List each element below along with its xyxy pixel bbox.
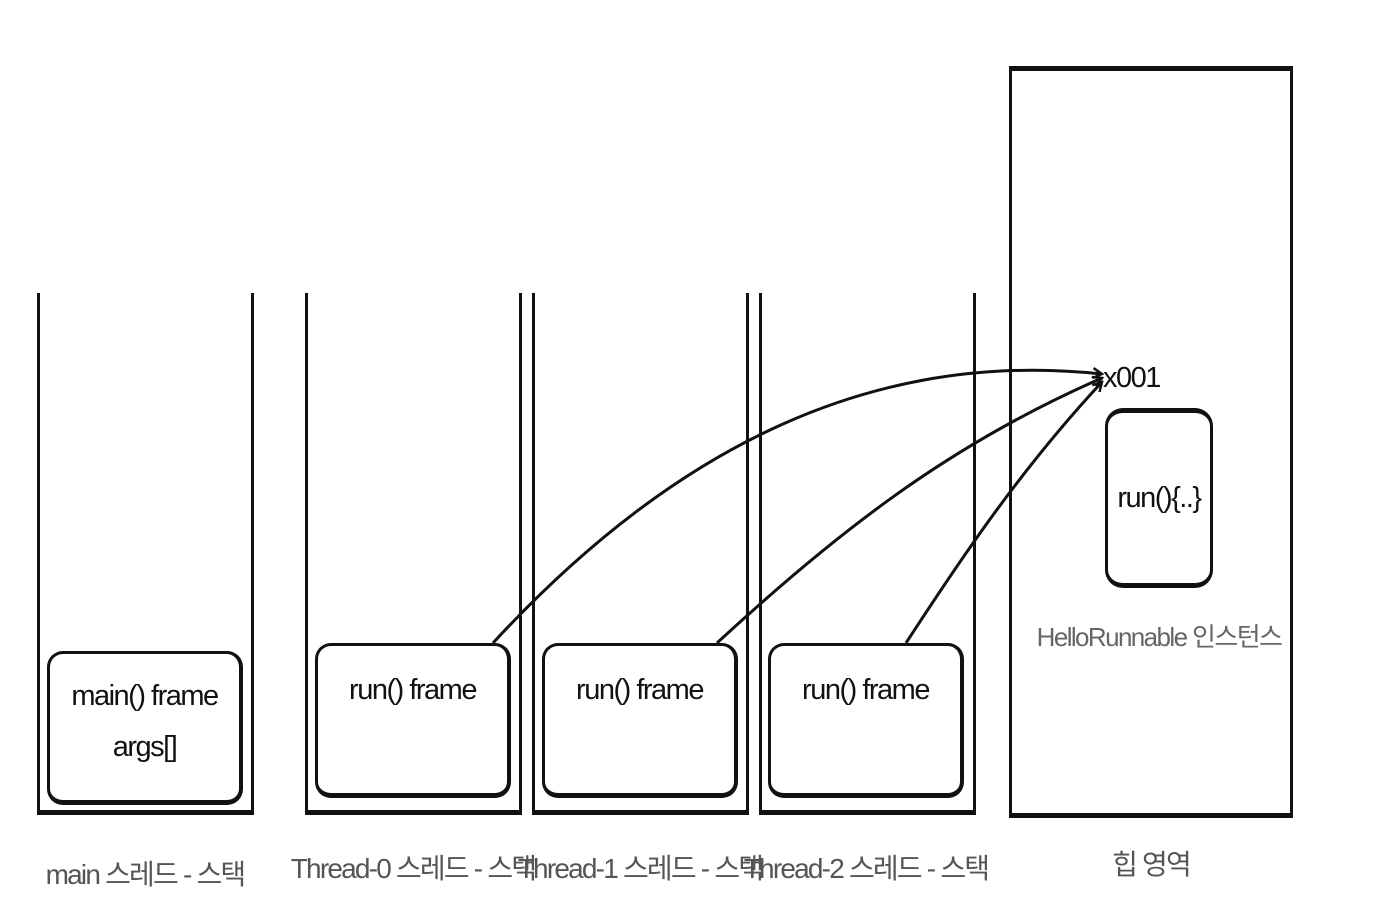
heap-area-caption: 힙 영역 (1112, 849, 1192, 880)
run-method-box: run(){..} (1105, 408, 1213, 588)
thread-1-stack-caption: Thread-1 스레드 - 스택 (517, 853, 764, 884)
main-thread-stack (37, 293, 254, 815)
thread-0-run-frame: run() frame (315, 643, 511, 798)
thread-2-frame-title: run() frame (802, 674, 930, 706)
main-frame-title: main() frame (71, 680, 219, 712)
thread-1-run-frame: run() frame (542, 643, 738, 798)
thread-2-run-frame: run() frame (768, 643, 964, 798)
main-frame: main() frame args[] (47, 651, 243, 805)
thread-1-frame-title: run() frame (576, 674, 704, 706)
thread-0-stack-caption: Thread-0 스레드 - 스택 (290, 853, 537, 884)
hello-runnable-instance-label: HelloRunnable 인스턴스 (1036, 622, 1283, 652)
run-method-label: run(){..} (1117, 481, 1202, 514)
main-frame-args: args[] (112, 731, 178, 763)
main-thread-stack-caption: main 스레드 - 스택 (45, 859, 247, 890)
instance-reference-label: x001 (1103, 362, 1161, 394)
thread-0-frame-title: run() frame (349, 674, 477, 706)
thread-2-stack-caption: Thread-2 스레드 - 스택 (743, 853, 990, 884)
